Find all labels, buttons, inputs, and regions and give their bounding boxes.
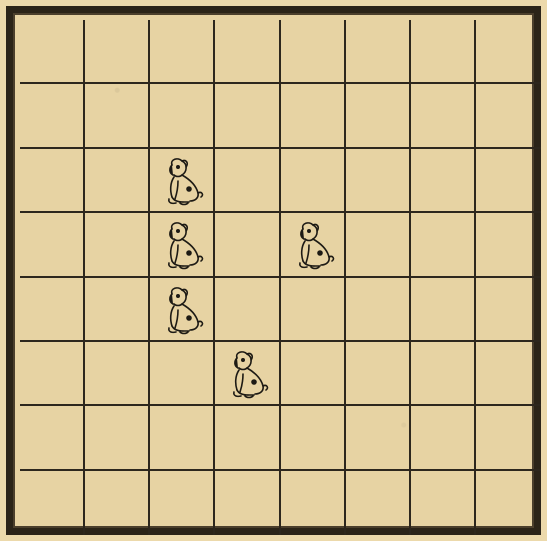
board-square[interactable] <box>411 471 476 535</box>
board-square[interactable] <box>281 342 346 406</box>
board-square[interactable] <box>476 213 541 277</box>
board-square[interactable] <box>411 278 476 342</box>
board-square[interactable] <box>281 20 346 84</box>
board-square[interactable] <box>281 278 346 342</box>
dog-icon[interactable] <box>158 219 208 273</box>
board-square[interactable] <box>411 342 476 406</box>
board-square[interactable] <box>346 213 411 277</box>
board-square[interactable] <box>476 20 541 84</box>
board-square[interactable] <box>150 342 215 406</box>
dog-icon[interactable] <box>289 219 339 273</box>
board-square[interactable] <box>215 20 280 84</box>
board-square[interactable] <box>476 149 541 213</box>
board-square[interactable] <box>411 406 476 470</box>
board-square[interactable] <box>20 20 85 84</box>
chessboard-grid <box>20 20 541 535</box>
board-square[interactable] <box>85 342 150 406</box>
board-square[interactable] <box>346 406 411 470</box>
board-square[interactable] <box>85 471 150 535</box>
board-square[interactable] <box>85 84 150 148</box>
board-square[interactable] <box>346 342 411 406</box>
board-square[interactable] <box>411 149 476 213</box>
board-square[interactable] <box>281 213 346 277</box>
board-square[interactable] <box>215 471 280 535</box>
board-square[interactable] <box>346 20 411 84</box>
board-square[interactable] <box>411 84 476 148</box>
board-square[interactable] <box>411 213 476 277</box>
board-square[interactable] <box>215 342 280 406</box>
board-square[interactable] <box>281 149 346 213</box>
board-square[interactable] <box>20 406 85 470</box>
dog-icon[interactable] <box>158 284 208 338</box>
board-square[interactable] <box>281 406 346 470</box>
board-square[interactable] <box>150 20 215 84</box>
board-square[interactable] <box>215 406 280 470</box>
board-square[interactable] <box>476 471 541 535</box>
board-square[interactable] <box>476 342 541 406</box>
board-square[interactable] <box>476 406 541 470</box>
board-square[interactable] <box>215 84 280 148</box>
board-square[interactable] <box>85 149 150 213</box>
board-square[interactable] <box>150 84 215 148</box>
board-square[interactable] <box>476 84 541 148</box>
board-square[interactable] <box>476 278 541 342</box>
board-square[interactable] <box>85 406 150 470</box>
board-square[interactable] <box>281 471 346 535</box>
board-square[interactable] <box>85 213 150 277</box>
board-square[interactable] <box>215 213 280 277</box>
board-square[interactable] <box>20 278 85 342</box>
board-square[interactable] <box>346 471 411 535</box>
board-square[interactable] <box>150 278 215 342</box>
board-square[interactable] <box>150 213 215 277</box>
board-square[interactable] <box>85 278 150 342</box>
board-square[interactable] <box>150 406 215 470</box>
board-square[interactable] <box>85 20 150 84</box>
board-square[interactable] <box>20 471 85 535</box>
dog-icon[interactable] <box>158 155 208 209</box>
board-square[interactable] <box>20 342 85 406</box>
dog-icon[interactable] <box>223 348 273 402</box>
board-square[interactable] <box>150 471 215 535</box>
board-square[interactable] <box>346 278 411 342</box>
board-square[interactable] <box>346 149 411 213</box>
board-square[interactable] <box>150 149 215 213</box>
board-frame <box>6 6 541 535</box>
board-square[interactable] <box>20 213 85 277</box>
board-square[interactable] <box>215 149 280 213</box>
board-square[interactable] <box>20 84 85 148</box>
board-square[interactable] <box>215 278 280 342</box>
board-square[interactable] <box>281 84 346 148</box>
board-square[interactable] <box>20 149 85 213</box>
board-square[interactable] <box>346 84 411 148</box>
board-square[interactable] <box>411 20 476 84</box>
